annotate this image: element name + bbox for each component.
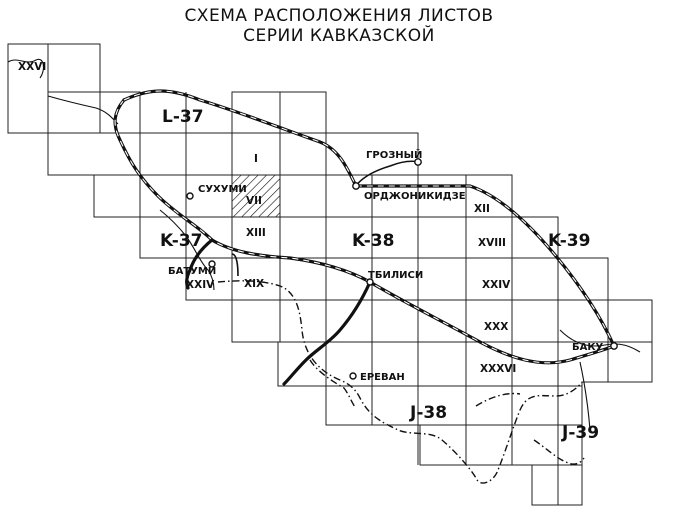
sheet-number-i: I (254, 153, 258, 165)
city-label-grozny: ГРОЗНЫЙ (366, 148, 422, 161)
city-labels: ГРОЗНЫЙ ОРДЖОНИКИДЗЕ СУХУМИ БАТУМИ ТБИЛИ… (168, 148, 604, 383)
sheet-label-j38: J-38 (409, 403, 447, 423)
city-dot-baku (610, 342, 618, 350)
sheet-number-xxiv-right: XXIV (482, 279, 511, 291)
city-label-ordzhonikidze: ОРДЖОНИКИДЗЕ (364, 191, 466, 202)
map-title-line-1: СХЕМА РАСПОЛОЖЕНИЯ ЛИСТОВ (184, 6, 494, 26)
state-border (217, 280, 585, 484)
sheet-number-xxvi: XXVI (18, 61, 46, 73)
coastline (7, 58, 641, 431)
city-dot-erevan (349, 372, 357, 380)
railway-network (113, 89, 616, 386)
sheet-label-k38: K-38 (352, 231, 394, 251)
city-dot-batumi (208, 260, 216, 268)
city-markers (186, 158, 618, 380)
city-label-baku: БАКУ (572, 342, 604, 353)
sheet-label-j39: J-39 (561, 423, 599, 443)
city-label-batumi: БАТУМИ (168, 266, 216, 277)
city-label-tbilisi: ТБИЛИСИ (368, 270, 423, 281)
hatched-sheet-vii (232, 175, 280, 217)
city-label-sukhumi: СУХУМИ (198, 184, 247, 195)
sheet-number-xiii: XIII (246, 227, 266, 239)
sheet-number-xxiv-left: XXIV (186, 279, 215, 291)
sheet-number-xii: XII (474, 203, 490, 215)
sheet-number-xxx: XXX (484, 321, 508, 333)
sheet-numbers: XXVI I VII XII XIII XVIII XIX XXIV XXIV … (18, 61, 516, 375)
map-title-line-2: СЕРИИ КАВКАЗСКОЙ (243, 26, 435, 46)
sheet-grid (7, 43, 653, 506)
sheet-label-k37: K-37 (160, 231, 202, 251)
sheet-number-vii: VII (246, 195, 262, 207)
sheet-label-k39: K-39 (548, 231, 590, 251)
city-dot-tbilisi (366, 278, 374, 286)
sheet-number-xxxvi: XXXVI (480, 363, 516, 375)
sheet-label-l37: L-37 (162, 107, 204, 127)
sheet-labels: L-37 K-37 K-38 K-39 J-38 J-39 (160, 107, 599, 443)
city-dot-ordzhonikidze (352, 182, 360, 190)
sheet-number-xviii: XVIII (478, 237, 506, 249)
city-label-erevan: ЕРЕВАН (360, 372, 405, 383)
sheet-number-xix: XIX (244, 278, 264, 290)
city-dot-sukhumi (186, 192, 194, 200)
city-dot-grozny (414, 158, 422, 166)
